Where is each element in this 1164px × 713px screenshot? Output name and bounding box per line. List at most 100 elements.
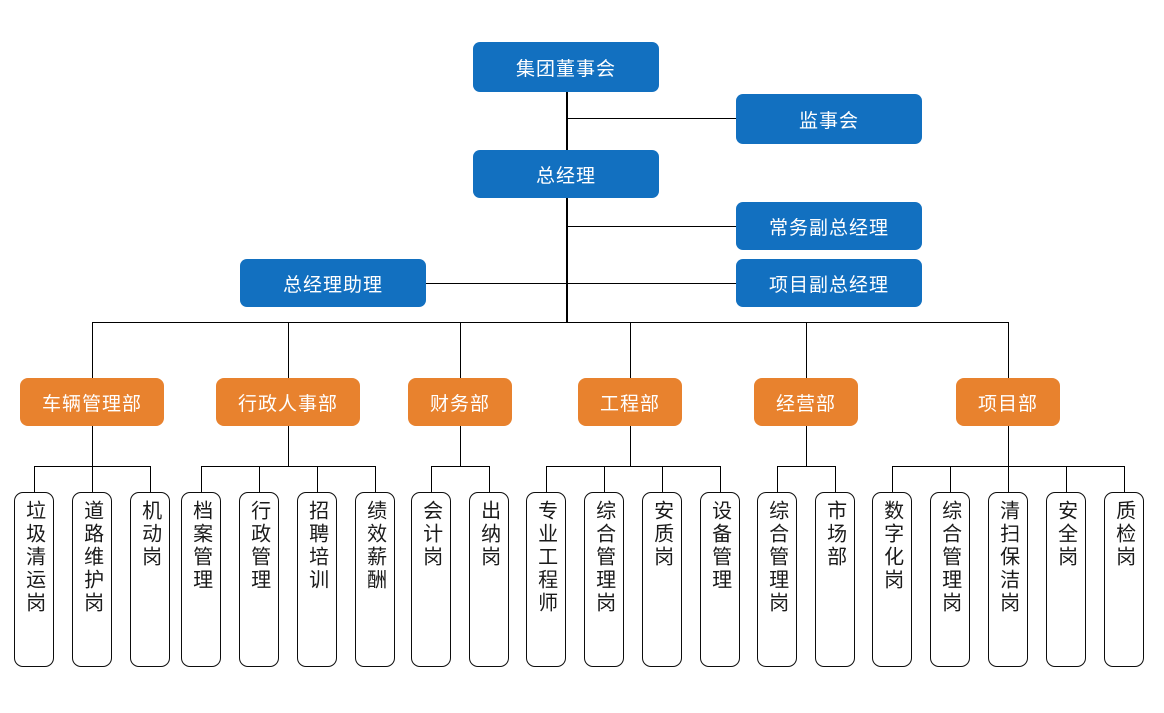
position-label: 行政管理 [247,500,272,592]
node-general-manager[interactable]: 总经理 [473,150,659,198]
connector-dept-2-leaf-3 [317,466,318,492]
leaf-position-box[interactable]: 档案管理 [181,492,221,667]
leaf-position-box[interactable]: 机动岗 [130,492,170,667]
leaf-position-box[interactable]: 道路维护岗 [72,492,112,667]
position-label: 质检岗 [1112,500,1137,569]
node-executive-vice-president[interactable]: 常务副总经理 [736,202,922,250]
connector-bus-to-dept-4 [630,322,631,378]
leaf-position-box[interactable]: 招聘培训 [297,492,337,667]
connector-dept-6-leaf-5 [1124,466,1125,492]
sub-bus-dept-4 [546,466,720,467]
leaf-position-box[interactable]: 市场部 [815,492,855,667]
connector-dept-6-leaf-1 [892,466,893,492]
node-gm-assistant-label: 总经理助理 [282,273,383,296]
position-label: 档案管理 [189,500,214,592]
node-board-of-directors[interactable]: 集团董事会 [473,42,659,92]
connector-bus-to-dept-1 [92,322,93,378]
node-general-manager-label: 总经理 [535,164,596,187]
department-bus-line [92,322,1008,323]
leaf-position-box[interactable]: 垃圾清运岗 [14,492,54,667]
connector-dept-1-leaf-3 [150,466,151,492]
connector-dept-4-leaf-4 [720,466,721,492]
node-project-vice-president[interactable]: 项目副总经理 [736,259,922,307]
leaf-position-box[interactable]: 行政管理 [239,492,279,667]
position-label: 安质岗 [650,500,675,569]
node-executive-vp-label: 常务副总经理 [768,216,889,239]
connector-dept-2-leaf-4 [375,466,376,492]
leaf-position-box[interactable]: 出纳岗 [469,492,509,667]
connector-dept-2-leaf-2 [259,466,260,492]
node-board-label: 集团董事会 [515,57,616,80]
connector-board-to-gm [566,92,568,152]
position-label: 清扫保洁岗 [996,500,1021,615]
department-label: 经营部 [775,392,836,415]
node-supervisory-label: 监事会 [798,109,859,132]
sub-bus-dept-3 [431,466,489,467]
connector-dept-5-leaf-1 [777,466,778,492]
leaf-position-box[interactable]: 安质岗 [642,492,682,667]
connector-dept-1-leaf-1 [34,466,35,492]
connector-dept-6-drop [1008,426,1009,466]
position-label: 市场部 [823,500,848,569]
leaf-position-box[interactable]: 清扫保洁岗 [988,492,1028,667]
connector-board-to-supervisory [566,118,736,119]
connector-dept-3-leaf-1 [431,466,432,492]
connector-gm-spine [566,198,568,322]
leaf-position-box[interactable]: 综合管理岗 [584,492,624,667]
connector-dept-6-leaf-2 [950,466,951,492]
connector-dept-2-drop [288,426,289,466]
connector-bus-to-dept-6 [1008,322,1009,378]
connector-dept-1-leaf-2 [92,466,93,492]
connector-dept-3-drop [460,426,461,466]
leaf-position-box[interactable]: 综合管理岗 [757,492,797,667]
leaf-position-box[interactable]: 专业工程师 [526,492,566,667]
position-label: 综合管理岗 [765,500,790,615]
position-label: 机动岗 [138,500,163,569]
leaf-position-box[interactable]: 绩效薪酬 [355,492,395,667]
node-department-finance[interactable]: 财务部 [408,378,512,426]
node-general-manager-assistant[interactable]: 总经理助理 [240,259,426,307]
connector-gm-to-assistant [426,283,566,284]
department-label: 车辆管理部 [41,392,142,415]
node-department-admin-hr[interactable]: 行政人事部 [216,378,360,426]
node-department-vehicle-management[interactable]: 车辆管理部 [20,378,164,426]
leaf-position-box[interactable]: 会计岗 [411,492,451,667]
connector-dept-2-leaf-1 [201,466,202,492]
position-label: 会计岗 [419,500,444,569]
position-label: 招聘培训 [305,500,330,592]
department-label: 行政人事部 [237,392,338,415]
department-label: 工程部 [599,392,660,415]
connector-dept-5-drop [806,426,807,466]
department-label: 项目部 [977,392,1038,415]
position-label: 综合管理岗 [592,500,617,615]
leaf-position-box[interactable]: 综合管理岗 [930,492,970,667]
connector-dept-5-leaf-2 [835,466,836,492]
leaf-position-box[interactable]: 安全岗 [1046,492,1086,667]
connector-dept-4-leaf-3 [662,466,663,492]
connector-gm-to-project-vp [566,283,736,284]
connector-dept-3-leaf-2 [489,466,490,492]
leaf-position-box[interactable]: 设备管理 [700,492,740,667]
node-project-vp-label: 项目副总经理 [768,273,889,296]
leaf-position-box[interactable]: 质检岗 [1104,492,1144,667]
node-department-project[interactable]: 项目部 [956,378,1060,426]
connector-bus-to-dept-2 [288,322,289,378]
leaf-position-box[interactable]: 数字化岗 [872,492,912,667]
sub-bus-dept-2 [201,466,375,467]
position-label: 绩效薪酬 [363,500,388,592]
node-department-operations[interactable]: 经营部 [754,378,858,426]
position-label: 道路维护岗 [80,500,105,615]
position-label: 安全岗 [1054,500,1079,569]
connector-dept-1-drop [92,426,93,466]
position-label: 设备管理 [708,500,733,592]
department-label: 财务部 [429,392,490,415]
node-department-engineering[interactable]: 工程部 [578,378,682,426]
node-supervisory-board[interactable]: 监事会 [736,94,922,144]
connector-bus-to-dept-3 [460,322,461,378]
connector-dept-6-leaf-3 [1008,466,1009,492]
position-label: 垃圾清运岗 [22,500,47,615]
connector-gm-to-executive-vp [566,226,736,227]
connector-dept-4-leaf-1 [546,466,547,492]
position-label: 专业工程师 [534,500,559,615]
position-label: 数字化岗 [880,500,905,592]
